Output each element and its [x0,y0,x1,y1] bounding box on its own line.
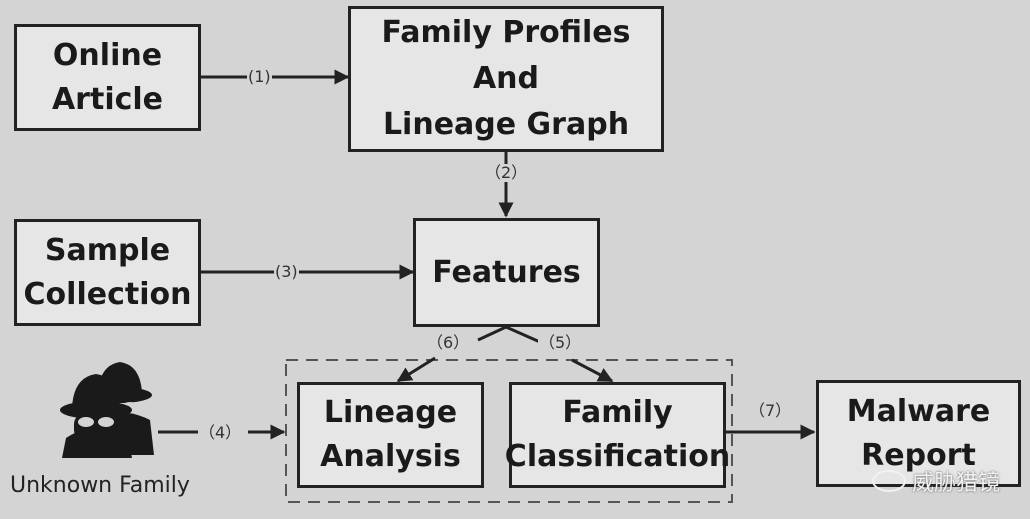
unknown-family-label: Unknown Family [10,473,190,498]
edge-label-2: （2） [484,163,529,182]
analysis-group-outline [285,359,733,503]
edge-6-line [398,325,507,381]
edge-label-6: （6） [426,333,471,352]
edge-label-3: (3) [274,262,299,281]
watermark-text: 威胁猎镜 [911,471,1000,496]
node-lineage-analysis: Lineage Analysis [297,382,484,488]
edge-label-4: （4） [198,423,243,442]
watermark: 威胁猎镜 [871,465,1000,497]
edge-label-5: （5） [538,333,583,352]
edge-label-7: （7） [748,401,793,420]
node-malware-report: Malware Report [816,380,1021,487]
edge-5-line [505,325,612,381]
node-features: Features [413,218,600,327]
unknown-family-spy-icon [60,362,154,458]
edge-label-1: (1) [247,67,272,86]
node-online-article: Online Article [14,24,201,131]
wechat-icon [871,470,906,492]
node-family-profiles: Family Profiles And Lineage Graph [348,6,664,152]
node-family-classification: Family Classification [505,382,730,488]
node-sample-collection: Sample Collection [14,219,201,326]
